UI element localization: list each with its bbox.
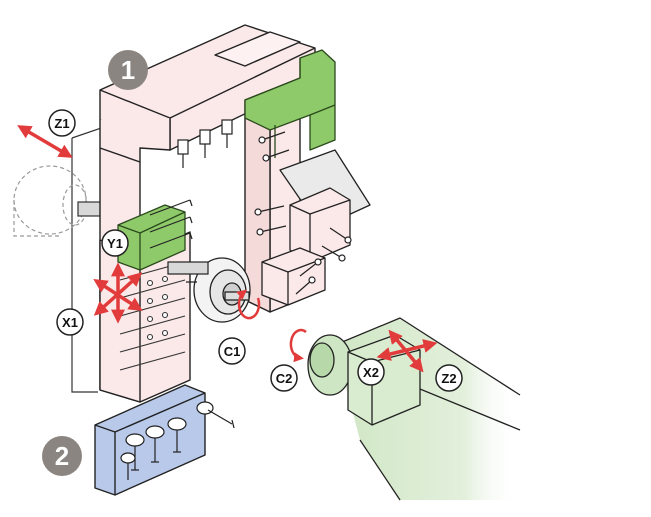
bar-stock xyxy=(167,261,209,275)
axis-label-c2: C2 xyxy=(270,364,298,392)
y1-gang-tools xyxy=(149,199,193,249)
axis-c1-text: C1 xyxy=(224,344,241,359)
axis-label-y1: Y1 xyxy=(101,229,129,257)
axis-label-z2: Z2 xyxy=(435,364,463,392)
cross-turret-block xyxy=(261,149,371,306)
green-block-drills xyxy=(258,131,290,162)
axis-label-c1: C1 xyxy=(218,337,246,365)
marker-1-label: 1 xyxy=(121,55,135,85)
axis-z2-text: Z2 xyxy=(441,371,456,386)
cross-tools xyxy=(254,205,352,295)
z1-arrow xyxy=(17,125,73,158)
x2-z2-arrows xyxy=(376,329,438,373)
axis-y1-text: Y1 xyxy=(107,236,123,251)
marker-2: 2 xyxy=(42,436,82,476)
top-drills xyxy=(177,119,233,168)
axis-label-x2: X2 xyxy=(357,358,385,386)
c2-rotation-arrow xyxy=(289,328,307,363)
marker-1: 1 xyxy=(108,50,148,90)
lower-turret-tools xyxy=(120,401,235,480)
axis-x2-text: X2 xyxy=(363,365,379,380)
c1-rotation-arrow xyxy=(236,289,261,320)
main-spindle-ghost xyxy=(13,165,88,237)
x1-y1-arrows xyxy=(93,262,143,324)
sub-spindle xyxy=(307,317,521,501)
green-tool-block-y1 xyxy=(117,204,186,271)
axis-label-z1: Z1 xyxy=(48,109,76,137)
axis-c2-text: C2 xyxy=(276,371,293,386)
axis-x1-text: X1 xyxy=(62,315,78,330)
lower-turret-block xyxy=(94,384,206,496)
marker-2-label: 2 xyxy=(55,441,69,471)
axis-label-x1: X1 xyxy=(56,308,84,336)
green-tool-block-upper xyxy=(244,49,336,158)
axis-z1-text: Z1 xyxy=(54,116,69,131)
